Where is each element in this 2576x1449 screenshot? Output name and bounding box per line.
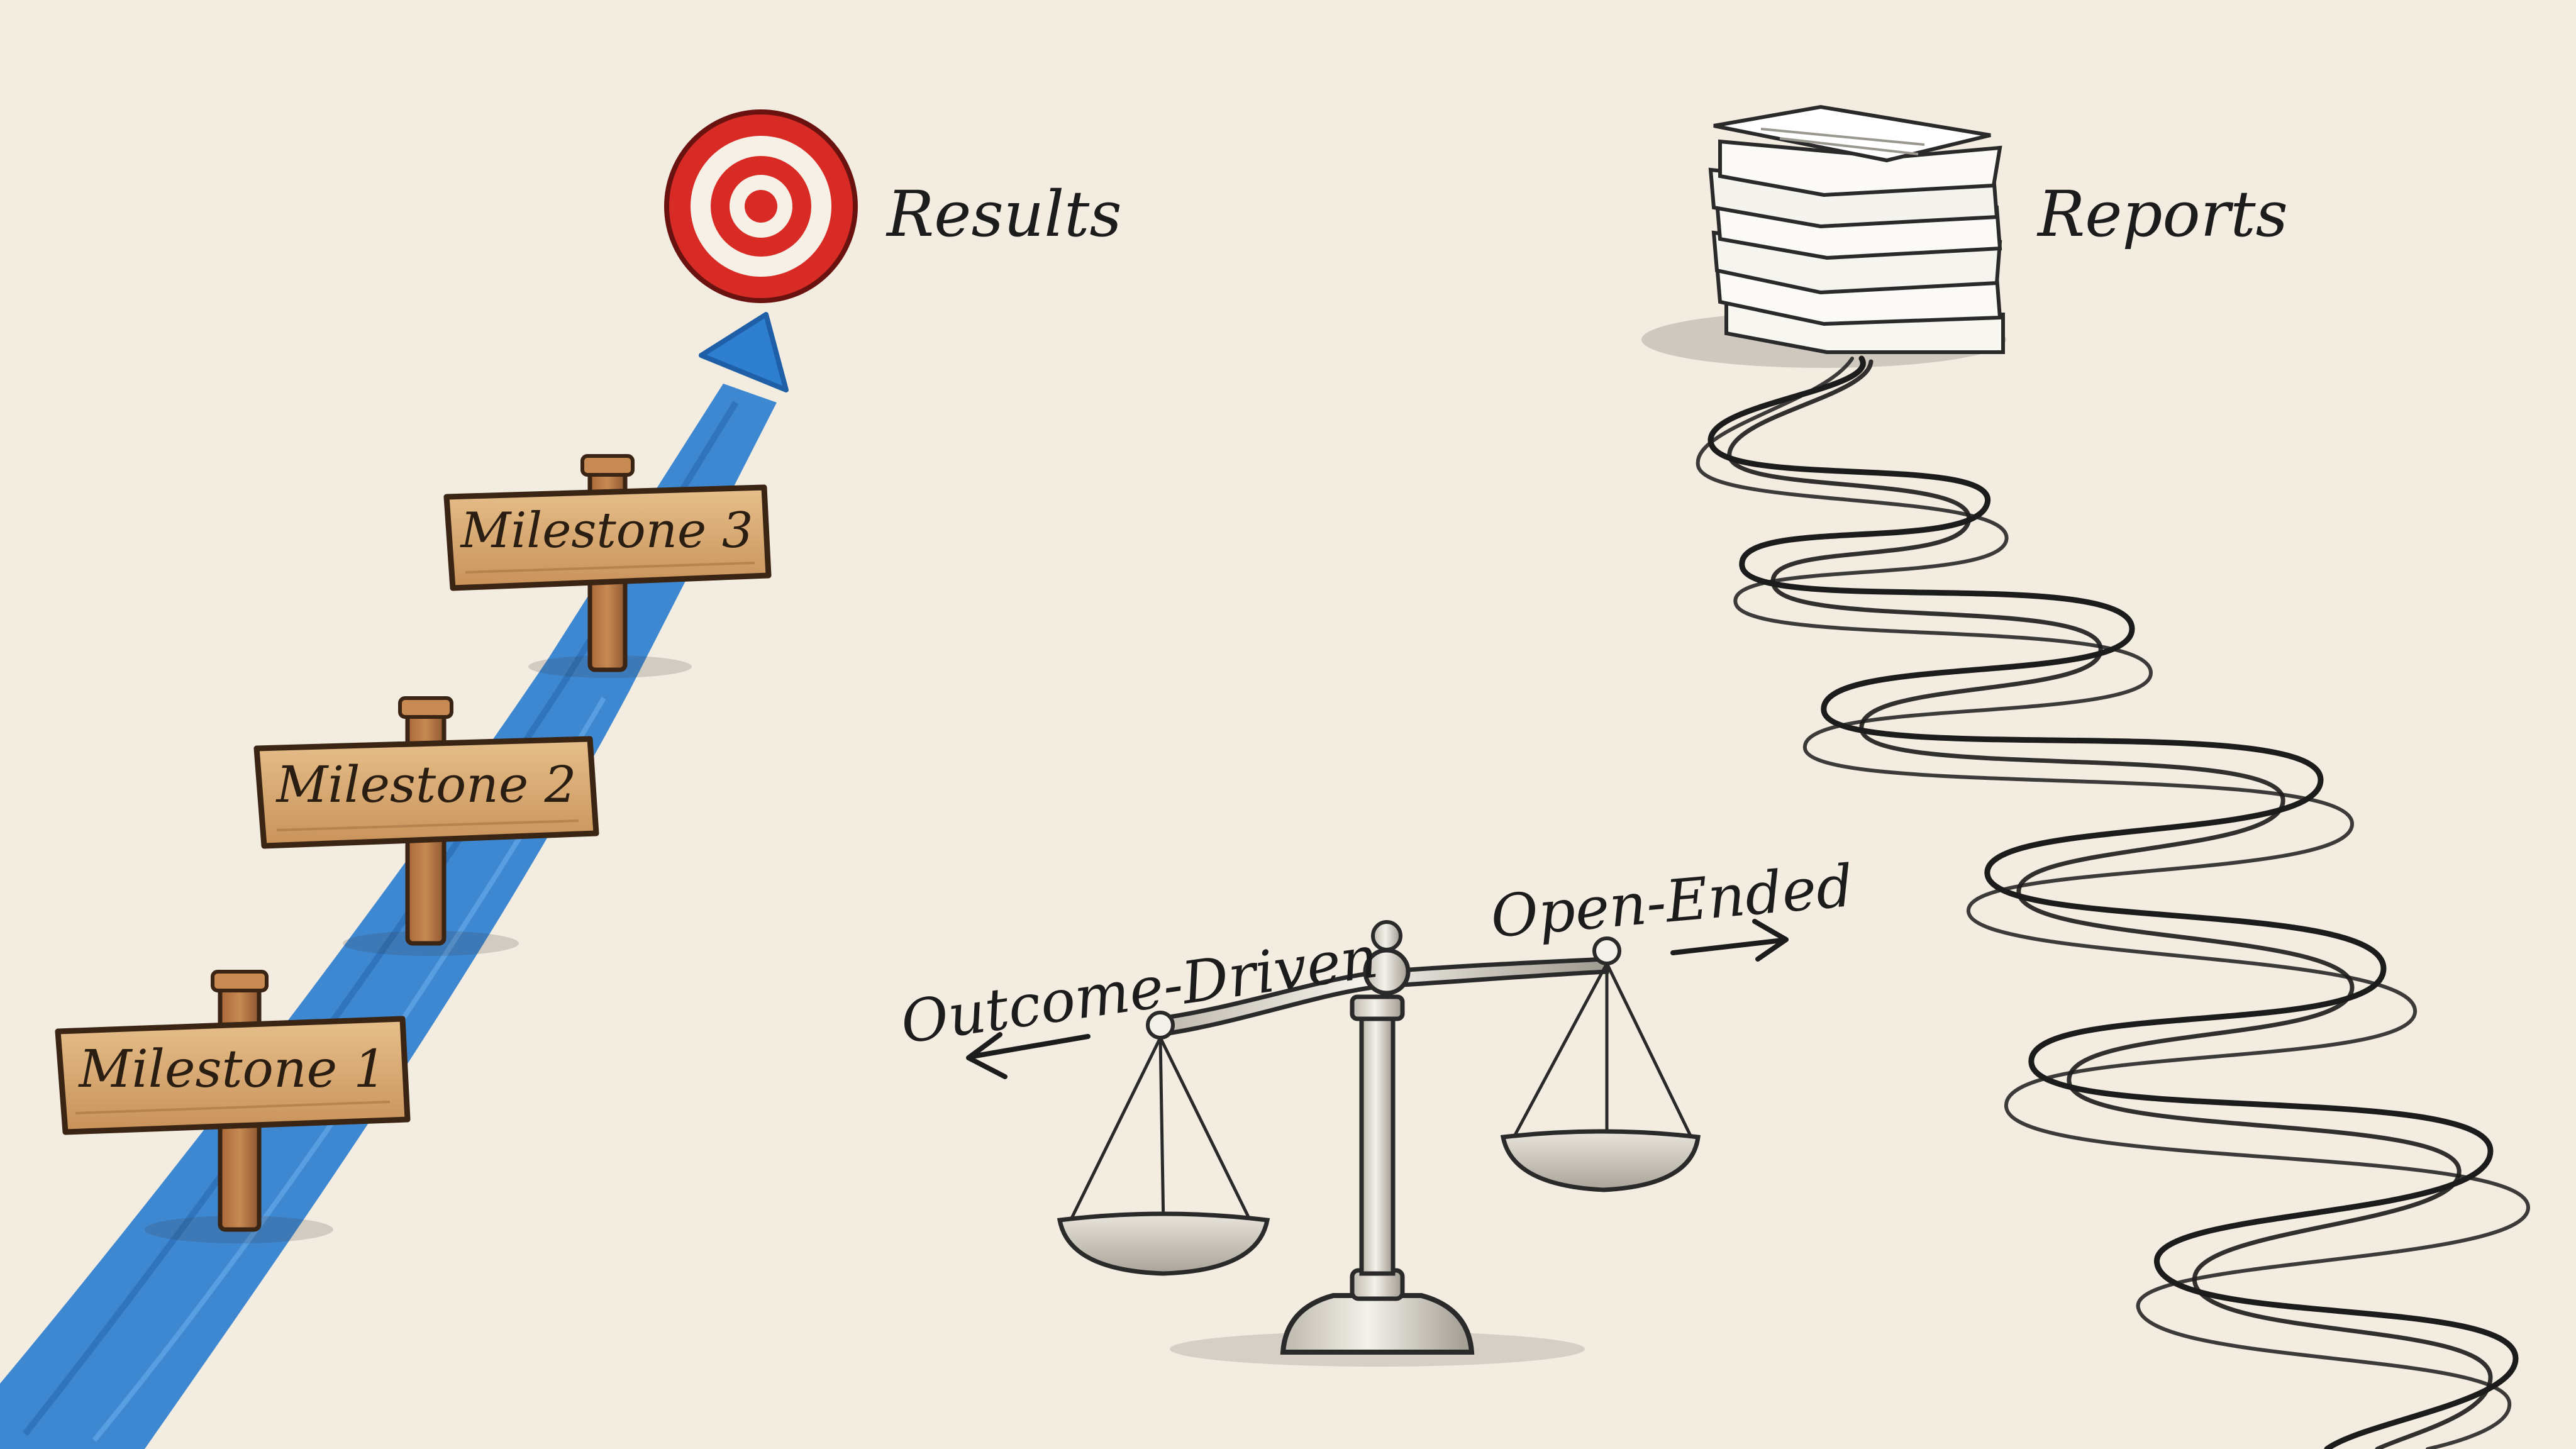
milestone-1-signpost: Milestone 1 — [55, 970, 411, 1232]
milestone-3-label: Milestone 3 — [459, 502, 753, 559]
target-icon — [664, 109, 858, 303]
reports-label: Reports — [2036, 177, 2288, 251]
right-arrow-icon — [1670, 919, 1789, 962]
outcome-driven-label: Outcome-Driven — [897, 923, 1382, 1057]
tangled-path — [1696, 355, 2531, 1449]
milestone-3-signpost: Milestone 3 — [443, 454, 772, 672]
milestone-1-label: Milestone 1 — [78, 1040, 387, 1099]
open-ended-label: Open-Ended — [1488, 852, 1856, 951]
left-arrow-icon — [966, 1032, 1091, 1079]
reports-group: Reports — [1641, 104, 2531, 1449]
milestone-path-group: Milestone 1 Milestone 2 Milestone 3 Resu — [0, 109, 1122, 1449]
milestone-2-label: Milestone 2 — [275, 755, 577, 814]
scale-left-pan — [1057, 1211, 1270, 1276]
milestone-2-signpost: Milestone 2 — [253, 696, 599, 946]
results-label: Results — [886, 177, 1122, 251]
balance-scale-icon: Outcome-Driven Open-Ended — [897, 852, 1856, 1367]
scale-right-pan — [1500, 1129, 1701, 1192]
paper-stack-icon — [1708, 104, 2005, 354]
path-arrowhead — [699, 312, 789, 392]
